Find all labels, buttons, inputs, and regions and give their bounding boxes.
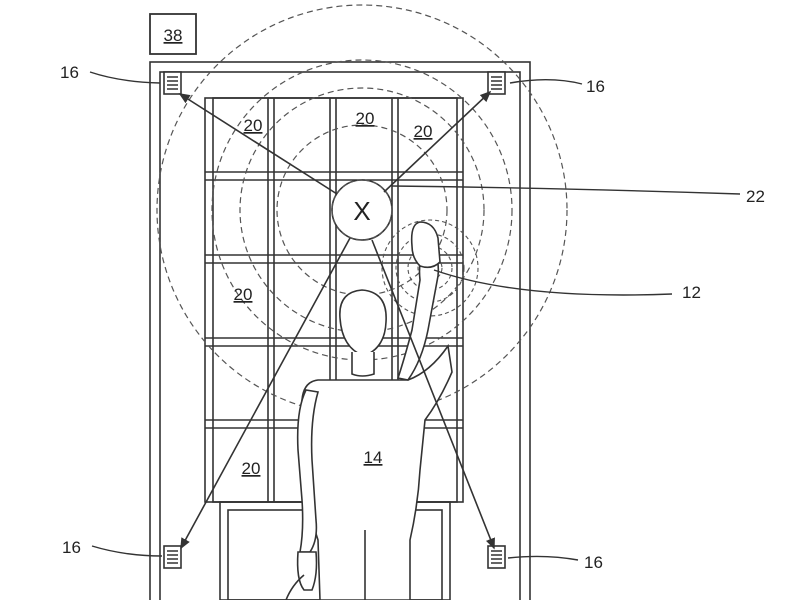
sensor-top-right: [487, 71, 506, 95]
leader-lines: [89, 71, 741, 561]
bin-label: 20: [234, 285, 253, 304]
triangulation-lines: [178, 90, 495, 550]
sensor-callout: 16: [584, 553, 603, 572]
sensor-bottom-left: [163, 545, 182, 569]
location-callout: 22: [746, 187, 765, 206]
bin-label: 20: [242, 459, 261, 478]
box-38: 38: [149, 13, 197, 55]
bin-label: 20: [356, 109, 375, 128]
sensor-bottom-right: [487, 545, 506, 569]
sensor-callout: 16: [60, 63, 79, 82]
marker-x: X: [353, 196, 370, 226]
bin-label: 20: [244, 116, 263, 135]
sensor-callout: 16: [586, 77, 605, 96]
person: [296, 221, 453, 600]
bin-label: 20: [414, 122, 433, 141]
sensor-top-left: [163, 71, 182, 95]
hand-cable: [285, 574, 305, 600]
person-label: 14: [364, 448, 383, 467]
device-callout: 12: [682, 283, 701, 302]
box-38-label: 38: [164, 26, 183, 45]
bin-labels: 20 20 20 20 20: [234, 109, 433, 478]
sensor-callout: 16: [62, 538, 81, 557]
location-marker: X: [331, 179, 393, 241]
